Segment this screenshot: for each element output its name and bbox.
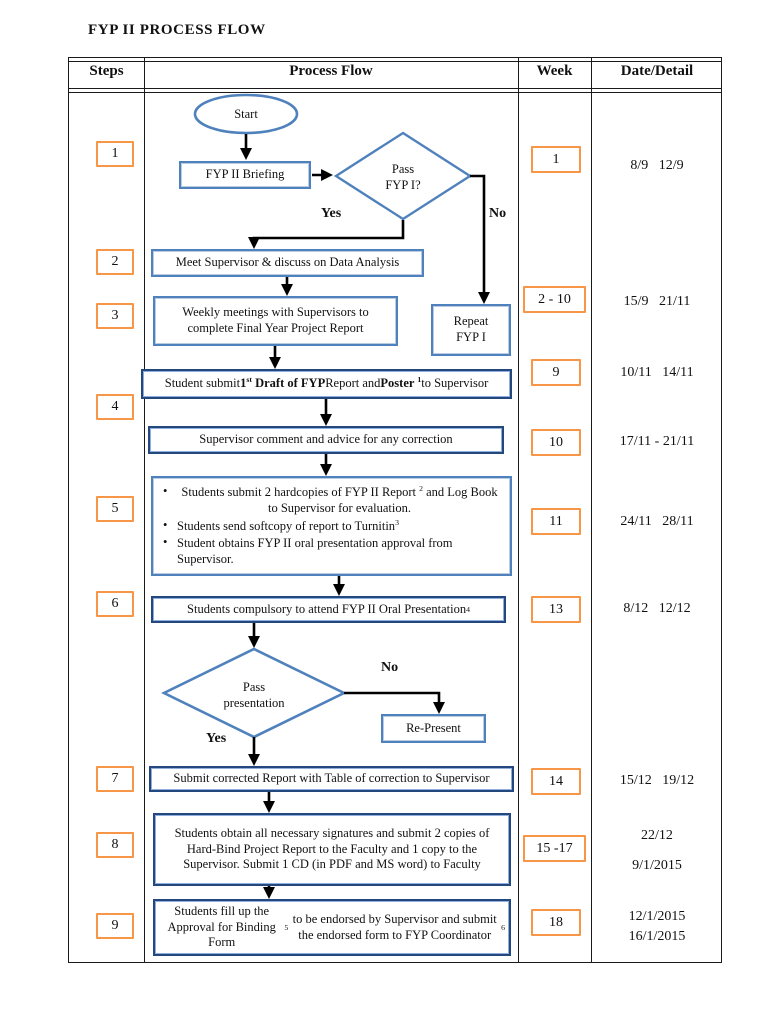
process-flow-table: Steps Process Flow Week Date/Detail Star… (68, 57, 722, 963)
process-box-represent: Re-Present (381, 714, 486, 743)
process-box-corrected-report: Submit corrected Report with Table of co… (149, 766, 514, 792)
arrow-yes-to-box2 (248, 220, 405, 249)
divider-week-date (591, 58, 592, 962)
date-detail-5: 24/11 28/11 (620, 514, 694, 529)
process-box-weekly-meetings: Weekly meetings with Supervisors to comp… (153, 296, 398, 346)
bullet-icon: • (163, 517, 168, 532)
process-box-hardbind-submission: Students obtain all necessary signatures… (153, 813, 511, 886)
step-tag-9: 9 (96, 913, 134, 939)
week-tag-15-17: 15 -17 (523, 835, 586, 862)
step-tag-5: 5 (96, 496, 134, 522)
process-box-supervisor-comment: Supervisor comment and advice for any co… (148, 426, 504, 454)
bullet-text-oral-approval: Student obtains FYP II oral presentation… (177, 535, 453, 566)
bullet-icon: • (163, 484, 168, 498)
bullet-text-hardcopies: Students submit 2 hardcopies of FYP II R… (181, 483, 498, 516)
week-tag-10: 10 (531, 429, 581, 456)
header-bottom-line (69, 88, 721, 89)
page-title: FYP II PROCESS FLOW (88, 22, 266, 38)
start-label: Start (234, 107, 258, 121)
header-date-detail: Date/Detail (620, 63, 694, 79)
process-box-submission-checklist: • Students submit 2 hardcopies of FYP II… (151, 476, 512, 576)
table-top-inner-line (69, 61, 721, 62)
bullet-item: • Students submit 2 hardcopies of FYP II… (163, 484, 502, 517)
step-tag-7: 7 (96, 766, 134, 792)
week-tag-9: 9 (531, 359, 581, 386)
step-tag-2: 2 (96, 249, 134, 275)
date-detail-9: 12/1/2015 16/1/2015 (628, 909, 686, 944)
date-detail-6: 8/12 12/12 (623, 601, 691, 616)
decision2-yes-label: Yes (206, 731, 227, 746)
divider-process-week (518, 58, 519, 962)
decision1-no-label: No (489, 206, 507, 221)
process-box-meet-supervisor: Meet Supervisor & discuss on Data Analys… (151, 249, 424, 277)
week-tag-13: 13 (531, 596, 581, 623)
process-box-oral-presentation: Students compulsory to attend FYP II Ora… (151, 596, 506, 623)
date-detail-4: 17/11 - 21/11 (619, 434, 695, 449)
bullet-item: • Student obtains FYP II oral presentati… (163, 535, 502, 568)
step-tag-6: 6 (96, 591, 134, 617)
step-tag-1: 1 (96, 141, 134, 167)
date-detail-7: 15/12 19/12 (619, 773, 695, 788)
divider-steps-process (144, 58, 145, 962)
step-tag-4: 4 (96, 394, 134, 420)
date-detail-2: 15/9 21/11 (623, 294, 691, 309)
week-tag-2-10: 2 - 10 (523, 286, 586, 313)
decision1-label: Pass FYP I? (385, 162, 421, 193)
bullet-icon: • (163, 534, 168, 549)
date-detail-8: 22/12 9/1/2015 (632, 828, 682, 873)
bullet-text-turnitin: Students send softcopy of report to Turn… (177, 517, 399, 533)
date-detail-3: 10/11 14/11 (620, 365, 694, 380)
week-tag-18: 18 (531, 909, 581, 936)
week-tag-11: 11 (531, 508, 581, 535)
process-box-briefing: FYP II Briefing (179, 161, 311, 189)
decision2-label: Pass presentation (223, 680, 285, 711)
header-steps: Steps (89, 63, 124, 79)
arrow-no-to-repeat (470, 174, 490, 304)
header-week: Week (536, 63, 573, 79)
date-detail-1: 8/9 12/9 (630, 158, 684, 173)
process-box-submit-draft: Student submit 1st Draft of FYP Report a… (141, 369, 512, 399)
step-tag-8: 8 (96, 832, 134, 858)
week-tag-1: 1 (531, 146, 581, 173)
header-bottom-inner-line (69, 92, 721, 93)
arrow-no-to-represent (344, 691, 445, 714)
process-box-binding-form: Students fill up the Approval for Bindin… (153, 899, 511, 956)
header-process-flow: Process Flow (289, 63, 373, 79)
decision1-yes-label: Yes (321, 206, 342, 221)
bullet-item: • Students send softcopy of report to Tu… (163, 518, 502, 534)
week-tag-14: 14 (531, 768, 581, 795)
decision2-no-label: No (381, 660, 399, 675)
process-box-repeat-fyp1: Repeat FYP I (431, 304, 511, 356)
step-tag-3: 3 (96, 303, 134, 329)
